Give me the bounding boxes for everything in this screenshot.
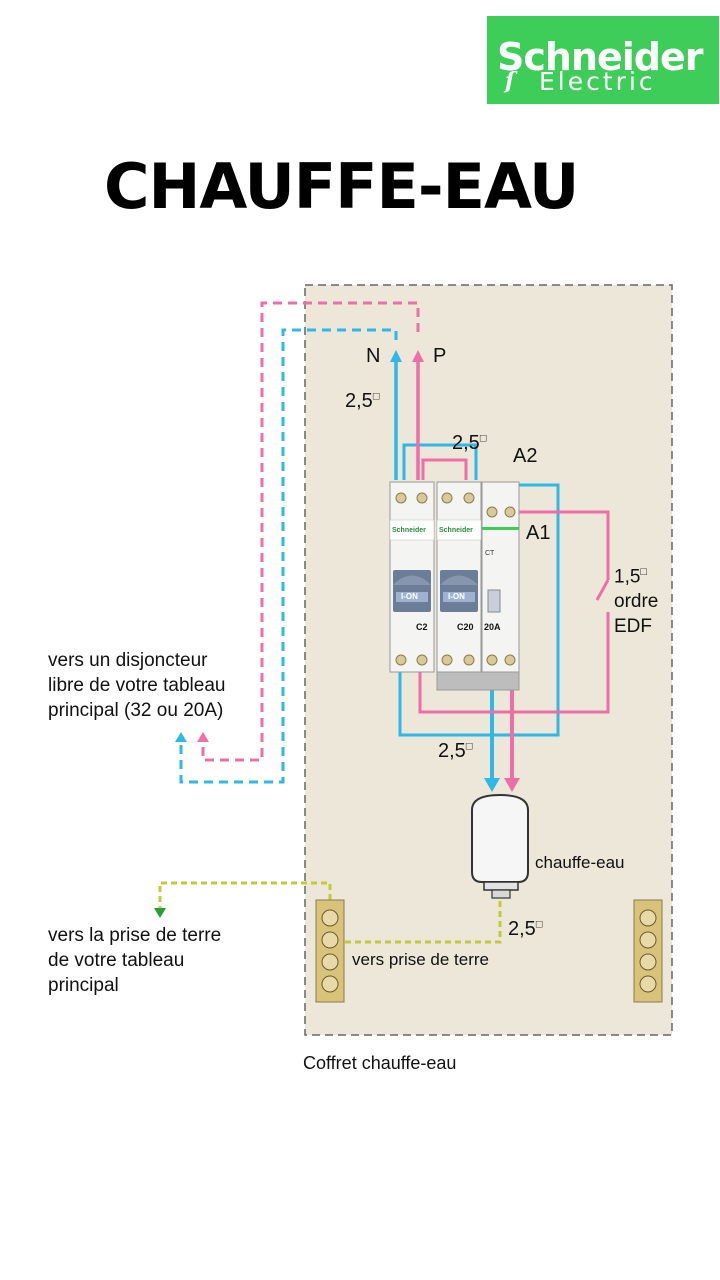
breaker2-lever: I-ON <box>448 592 465 601</box>
external-phase-arrow <box>197 732 209 742</box>
external-neutral-cable <box>179 328 398 784</box>
contactor-type: CT <box>485 550 495 557</box>
earth-cable-inner <box>345 890 502 944</box>
external-neutral-arrow <box>175 732 187 742</box>
phase-label: P <box>433 345 447 367</box>
neutral-arrow-up <box>390 350 402 362</box>
water-heater-label: chauffe-eau <box>535 853 625 872</box>
neutral-label: N <box>366 345 381 367</box>
din-rail <box>436 671 520 691</box>
contactor-a2-label: A2 <box>513 445 538 467</box>
terminal-block-right <box>633 899 663 1003</box>
section-earth-label: 2,5□ <box>508 918 543 940</box>
logo-brand: Schneider <box>497 35 704 79</box>
contactor-a1-label: A1 <box>526 522 551 544</box>
breaker2-brand: Schneider <box>439 527 473 534</box>
water-heater <box>471 793 529 899</box>
phase-wire-a1 <box>510 510 610 580</box>
contactor-ct <box>481 481 520 673</box>
breaker-c2 <box>389 481 435 673</box>
contactor-rating: 20A <box>484 622 501 632</box>
earth-arrow <box>154 908 166 918</box>
earth-bar-label: vers prise de terre <box>352 950 489 969</box>
box-caption: Coffret chauffe-eau <box>303 1053 457 1073</box>
phase-arrow-down <box>504 778 520 792</box>
neutral-arrow-down <box>484 778 500 792</box>
breaker2-rating: C20 <box>457 622 474 632</box>
edf-switch <box>595 579 610 601</box>
section-out-label: 2,5□ <box>438 740 473 762</box>
phase-arrow-up <box>412 350 424 362</box>
section-top-label: 2,5□ <box>345 390 380 412</box>
external-phase-cable <box>201 301 420 762</box>
to-breaker-label: vers un disjoncteur libre de votre table… <box>48 650 226 721</box>
breaker1-lever: I-ON <box>401 592 418 601</box>
logo-swirl-icon: ſ <box>505 68 515 94</box>
earth-cable <box>158 881 332 912</box>
edf-label: 1,5□ ordre EDF <box>614 566 659 638</box>
section-breakers-label: 2,5□ <box>452 432 487 454</box>
breaker-c20 <box>436 481 482 673</box>
terminal-block-left <box>315 899 345 1003</box>
breaker1-rating: C2 <box>416 622 428 632</box>
to-earth-label: vers la prise de terre de votre tableau … <box>48 925 222 996</box>
page-title: CHAUFFE-EAU <box>104 150 579 223</box>
breaker1-brand: Schneider <box>392 527 426 534</box>
schneider-logo: Schneider ſ Electric <box>487 16 719 104</box>
phase-wire-bridge <box>421 458 468 480</box>
neutral-wire-bridge <box>402 443 478 480</box>
logo-subtitle: Electric <box>539 67 656 96</box>
